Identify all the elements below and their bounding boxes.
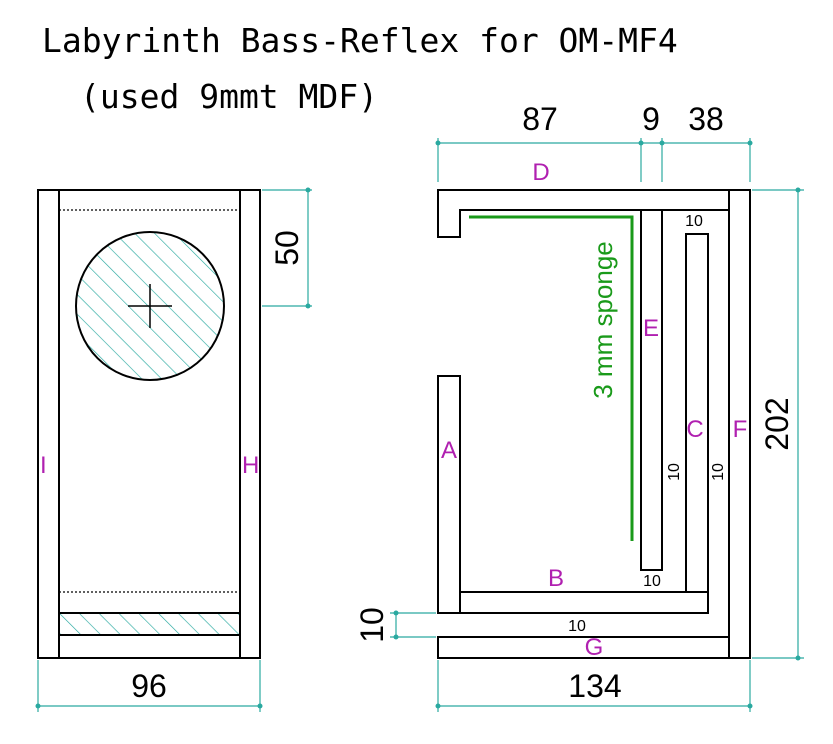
label-panel-c: C <box>686 416 703 443</box>
gap-c-f-label: 10 <box>710 463 727 481</box>
panel-e <box>640 209 663 571</box>
label-panel-i: I <box>40 452 47 479</box>
gap-top-label: 10 <box>685 213 703 230</box>
dim-9: 9 <box>642 101 660 137</box>
panel-f <box>728 189 751 659</box>
label-panel-h: H <box>242 452 259 479</box>
panel-b <box>459 591 709 614</box>
panel-c <box>685 233 709 593</box>
label-panel-a: A <box>441 437 457 464</box>
side-view: 3 mm sponge D A B E C F G 10 10 10 10 10… <box>354 101 804 712</box>
dim-front-width: 96 <box>131 668 167 704</box>
gap-e-c-label: 10 <box>666 463 683 481</box>
front-view: I H 50 96 <box>35 187 312 712</box>
label-panel-e: E <box>643 315 659 342</box>
label-panel-b: B <box>548 565 564 592</box>
front-port-slot <box>58 612 241 636</box>
gap-b-g-label: 10 <box>568 618 586 635</box>
dim-87: 87 <box>522 101 558 137</box>
dim-height: 202 <box>759 397 795 450</box>
panel-g <box>437 636 730 659</box>
panel-a <box>437 375 461 614</box>
title-line-2: (used 9mmt MDF) <box>80 77 378 116</box>
sponge-label: 3 mm sponge <box>588 241 618 399</box>
dim-side-width: 134 <box>568 668 621 704</box>
dim-driver-offset: 50 <box>269 230 305 266</box>
panel-d <box>437 189 751 238</box>
dim-38: 38 <box>688 101 724 137</box>
label-panel-d: D <box>532 159 549 186</box>
sponge-line <box>469 215 634 541</box>
title-line-1: Labyrinth Bass-Reflex for OM-MF4 <box>42 21 678 60</box>
gap-bottom-e-label: 10 <box>643 573 661 590</box>
label-panel-f: F <box>733 416 748 443</box>
dim-port: 10 <box>354 607 390 643</box>
label-panel-g: G <box>585 634 604 661</box>
